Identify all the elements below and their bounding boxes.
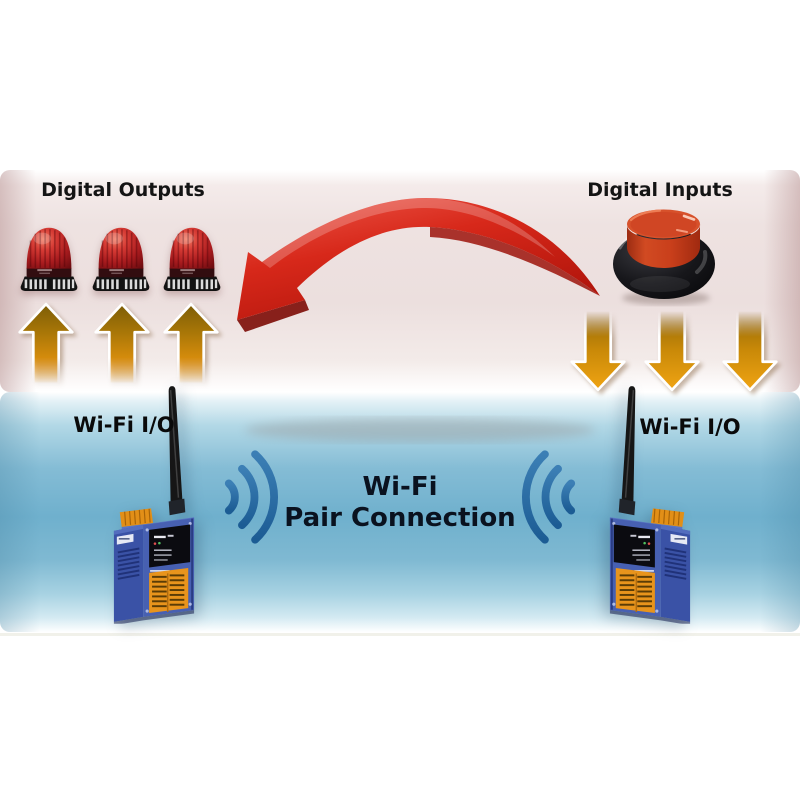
wifi-io-right-label: Wi-Fi I/O xyxy=(639,415,741,439)
up-arrow-icon xyxy=(93,302,151,386)
digital-outputs-label: Digital Outputs xyxy=(41,179,205,201)
digital-inputs-label: Digital Inputs xyxy=(587,179,733,201)
up-arrow-icon xyxy=(17,302,75,386)
alarm-beacon-icon xyxy=(89,221,153,293)
footer-divider-line xyxy=(0,633,800,636)
wifi-io-left-label: Wi-Fi I/O xyxy=(73,413,175,437)
pair-connection-title: Wi-Fi Pair Connection xyxy=(250,472,550,534)
title-line-2: Pair Connection xyxy=(284,503,516,533)
down-arrow-icon xyxy=(721,308,779,392)
title-line-1: Wi-Fi xyxy=(362,472,438,502)
down-arrow-icon xyxy=(569,308,627,392)
down-arrow-icon xyxy=(643,308,701,392)
alarm-beacon-icon xyxy=(17,221,81,293)
push-button-icon xyxy=(613,209,715,305)
up-arrow-icon xyxy=(162,302,220,386)
alarm-beacon-icon xyxy=(160,221,224,293)
red-curved-arrow-icon xyxy=(237,197,600,442)
